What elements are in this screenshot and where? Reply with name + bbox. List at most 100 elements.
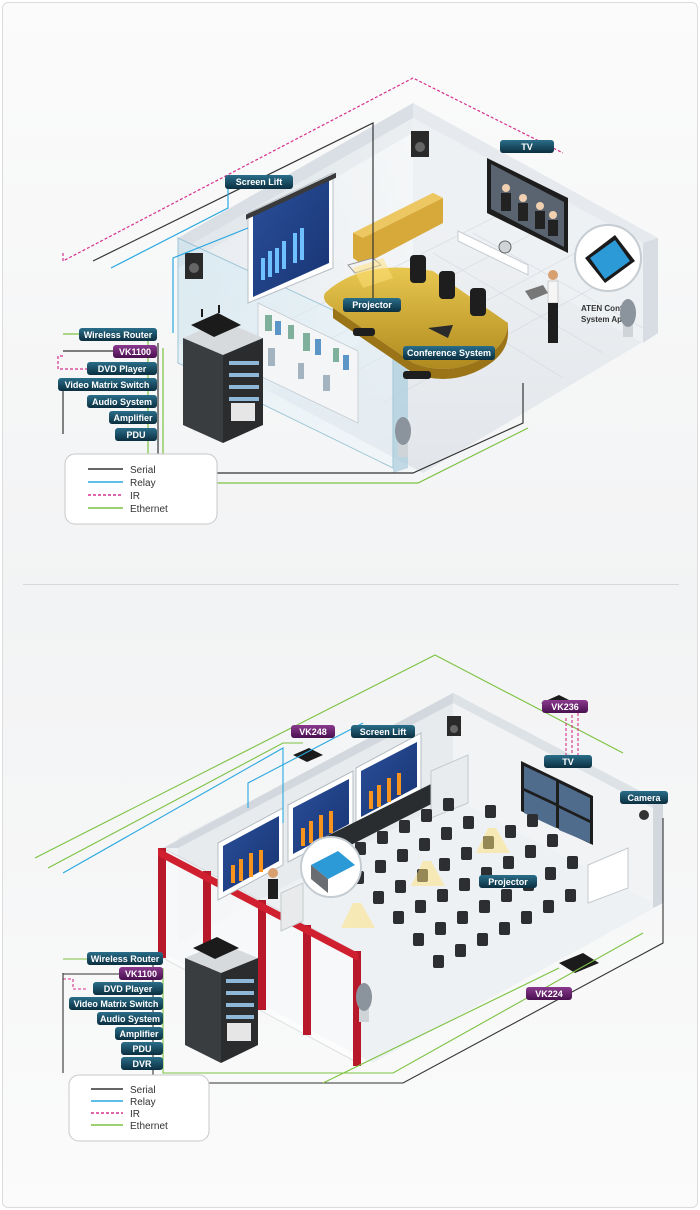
top-aten-label-line1: ATEN Control [581,304,633,313]
bottom-scene: VK248 Screen Lift VK236 TV Camera Projec… [3,603,697,1207]
bottom-legend: Serial Relay IR Ethernet [68,1074,210,1142]
top-rack-item-list: Wireless Router VK1100 DVD Player Video … [58,328,157,441]
top-label-screen-lift-text: Screen Lift [236,177,283,187]
top-scene-svg: ATEN Control System App [57,77,658,525]
top-conference-table [324,267,508,369]
top-rack-item-3: Video Matrix Switch [58,378,157,391]
bottom-rack-item-3-text: Video Matrix Switch [74,999,159,1009]
bottom-rack-item-2: DVD Player [93,982,163,995]
bottom-rack-item-0: Wireless Router [87,952,163,965]
top-right-wall-top [413,103,658,243]
top-rack-item-0-text: Wireless Router [84,330,153,340]
top-presenter-legs [548,303,558,343]
bottom-rack-item-5: Amplifier [115,1027,163,1040]
bottom-label-vk248-text: VK248 [299,727,327,737]
top-label-screen-lift: Screen Lift [225,175,293,189]
bottom-label-vk236: VK236 [542,700,588,713]
bottom-rack-connectors [62,958,121,1073]
top-screen-housing [246,172,336,220]
top-label-projector: Projector [343,298,401,312]
top-chairs [353,255,486,379]
bottom-rack-item-7: DVR [121,1057,163,1070]
top-tv-people [502,184,557,219]
bottom-rack-item-4-text: Audio System [100,1014,160,1024]
top-tablet-screen [590,240,630,279]
top-rack-item-6: PDU [115,428,157,441]
bottom-side-table [587,847,629,904]
top-rack-item-4-text: Audio System [92,397,152,407]
bottom-vk248-device [293,748,323,762]
bottom-rack-item-2-text: DVD Player [104,984,153,994]
bottom-wall-top-right [453,693,663,808]
bottom-stage [323,783,453,849]
bottom-cabinet [430,754,469,819]
bottom-presenter-head [268,868,278,878]
top-tv-people-bodies [501,193,558,236]
top-legend: Serial Relay IR Ethernet [64,453,218,525]
bottom-legend-ethernet: Ethernet [130,1121,168,1132]
bottom-label-tv: TV [544,755,592,768]
bottom-wall-edge [653,803,663,908]
top-rack-item-5-text: Amplifier [113,413,153,423]
bottom-plant-leaves [356,983,372,1011]
bottom-label-vk236-text: VK236 [551,702,579,712]
top-rack-item-6-text: PDU [126,430,145,440]
top-label-projector-text: Projector [352,300,392,310]
bottom-scene-svg: VK248 Screen Lift VK236 TV Camera Projec… [34,654,668,1142]
bottom-label-screen-lift-text: Screen Lift [360,727,407,737]
bottom-rack-item-5-text: Amplifier [119,1029,159,1039]
bottom-rack-item-1-text: VK1100 [125,969,157,979]
top-rack-item-1-text: VK1100 [119,347,151,357]
top-tv-stand [457,230,529,276]
bottom-rack-item-1: VK1100 [119,967,163,980]
top-presenter-shirt [547,280,559,304]
bottom-rack-item-list: Wireless Router VK1100 DVD Player Video … [69,952,163,1070]
bottom-speaker-cone [450,725,458,733]
top-equipment-rack [183,305,263,443]
top-label-tv: TV [500,140,554,153]
top-rack-item-2-text: DVD Player [98,364,147,374]
top-rack-item-4: Audio System [87,395,157,408]
bottom-label-tv-text: TV [562,757,574,767]
top-rack-item-5: Amplifier [109,411,157,424]
scene-divider [23,584,679,585]
top-legend-relay: Relay [130,478,156,489]
top-right-wall-edge [643,238,658,343]
top-bookshelves [257,302,359,424]
top-presenter-head [548,270,558,280]
top-presenter-tablet [525,285,548,300]
bottom-label-projector-text: Projector [488,877,528,887]
bottom-rack-item-4: Audio System [97,1012,163,1025]
top-plant-front [395,417,411,457]
bottom-plant-pot [359,1008,369,1022]
bottom-label-vk248: VK248 [291,725,335,738]
bottom-rack-item-6-text: PDU [132,1044,151,1054]
bottom-label-vk224-text: VK224 [535,989,563,999]
top-label-conference-system: Conference System [403,346,495,360]
bottom-podium-screen [311,851,355,879]
bottom-rack-item-6: PDU [121,1042,163,1055]
top-plant-right [620,299,636,337]
bottom-label-camera-text: Camera [627,793,661,803]
top-rack-item-3-text: Video Matrix Switch [65,380,150,390]
bottom-equipment-rack [185,937,258,1063]
bottom-label-screen-lift: Screen Lift [351,725,415,738]
bottom-podium [280,882,304,932]
top-rack-item-1: VK1100 [113,345,157,358]
bottom-label-camera: Camera [620,791,668,804]
top-back-cabinet-top [353,193,443,238]
top-rack-item-2: DVD Player [87,362,157,375]
top-back-cabinet [353,193,443,265]
top-speaker-right-cone [415,142,425,152]
bottom-rack-item-3: Video Matrix Switch [69,997,163,1010]
bottom-legend-relay: Relay [130,1097,156,1108]
top-label-tv-text: TV [521,142,533,152]
bottom-label-vk224: VK224 [526,987,572,1000]
top-rack-item-0: Wireless Router [79,328,157,341]
top-legend-serial: Serial [130,465,156,476]
bottom-light-cones [341,828,510,928]
bottom-camera-device [639,810,649,820]
top-legend-ir: IR [130,491,140,502]
bottom-rack-item-0-text: Wireless Router [91,954,160,964]
